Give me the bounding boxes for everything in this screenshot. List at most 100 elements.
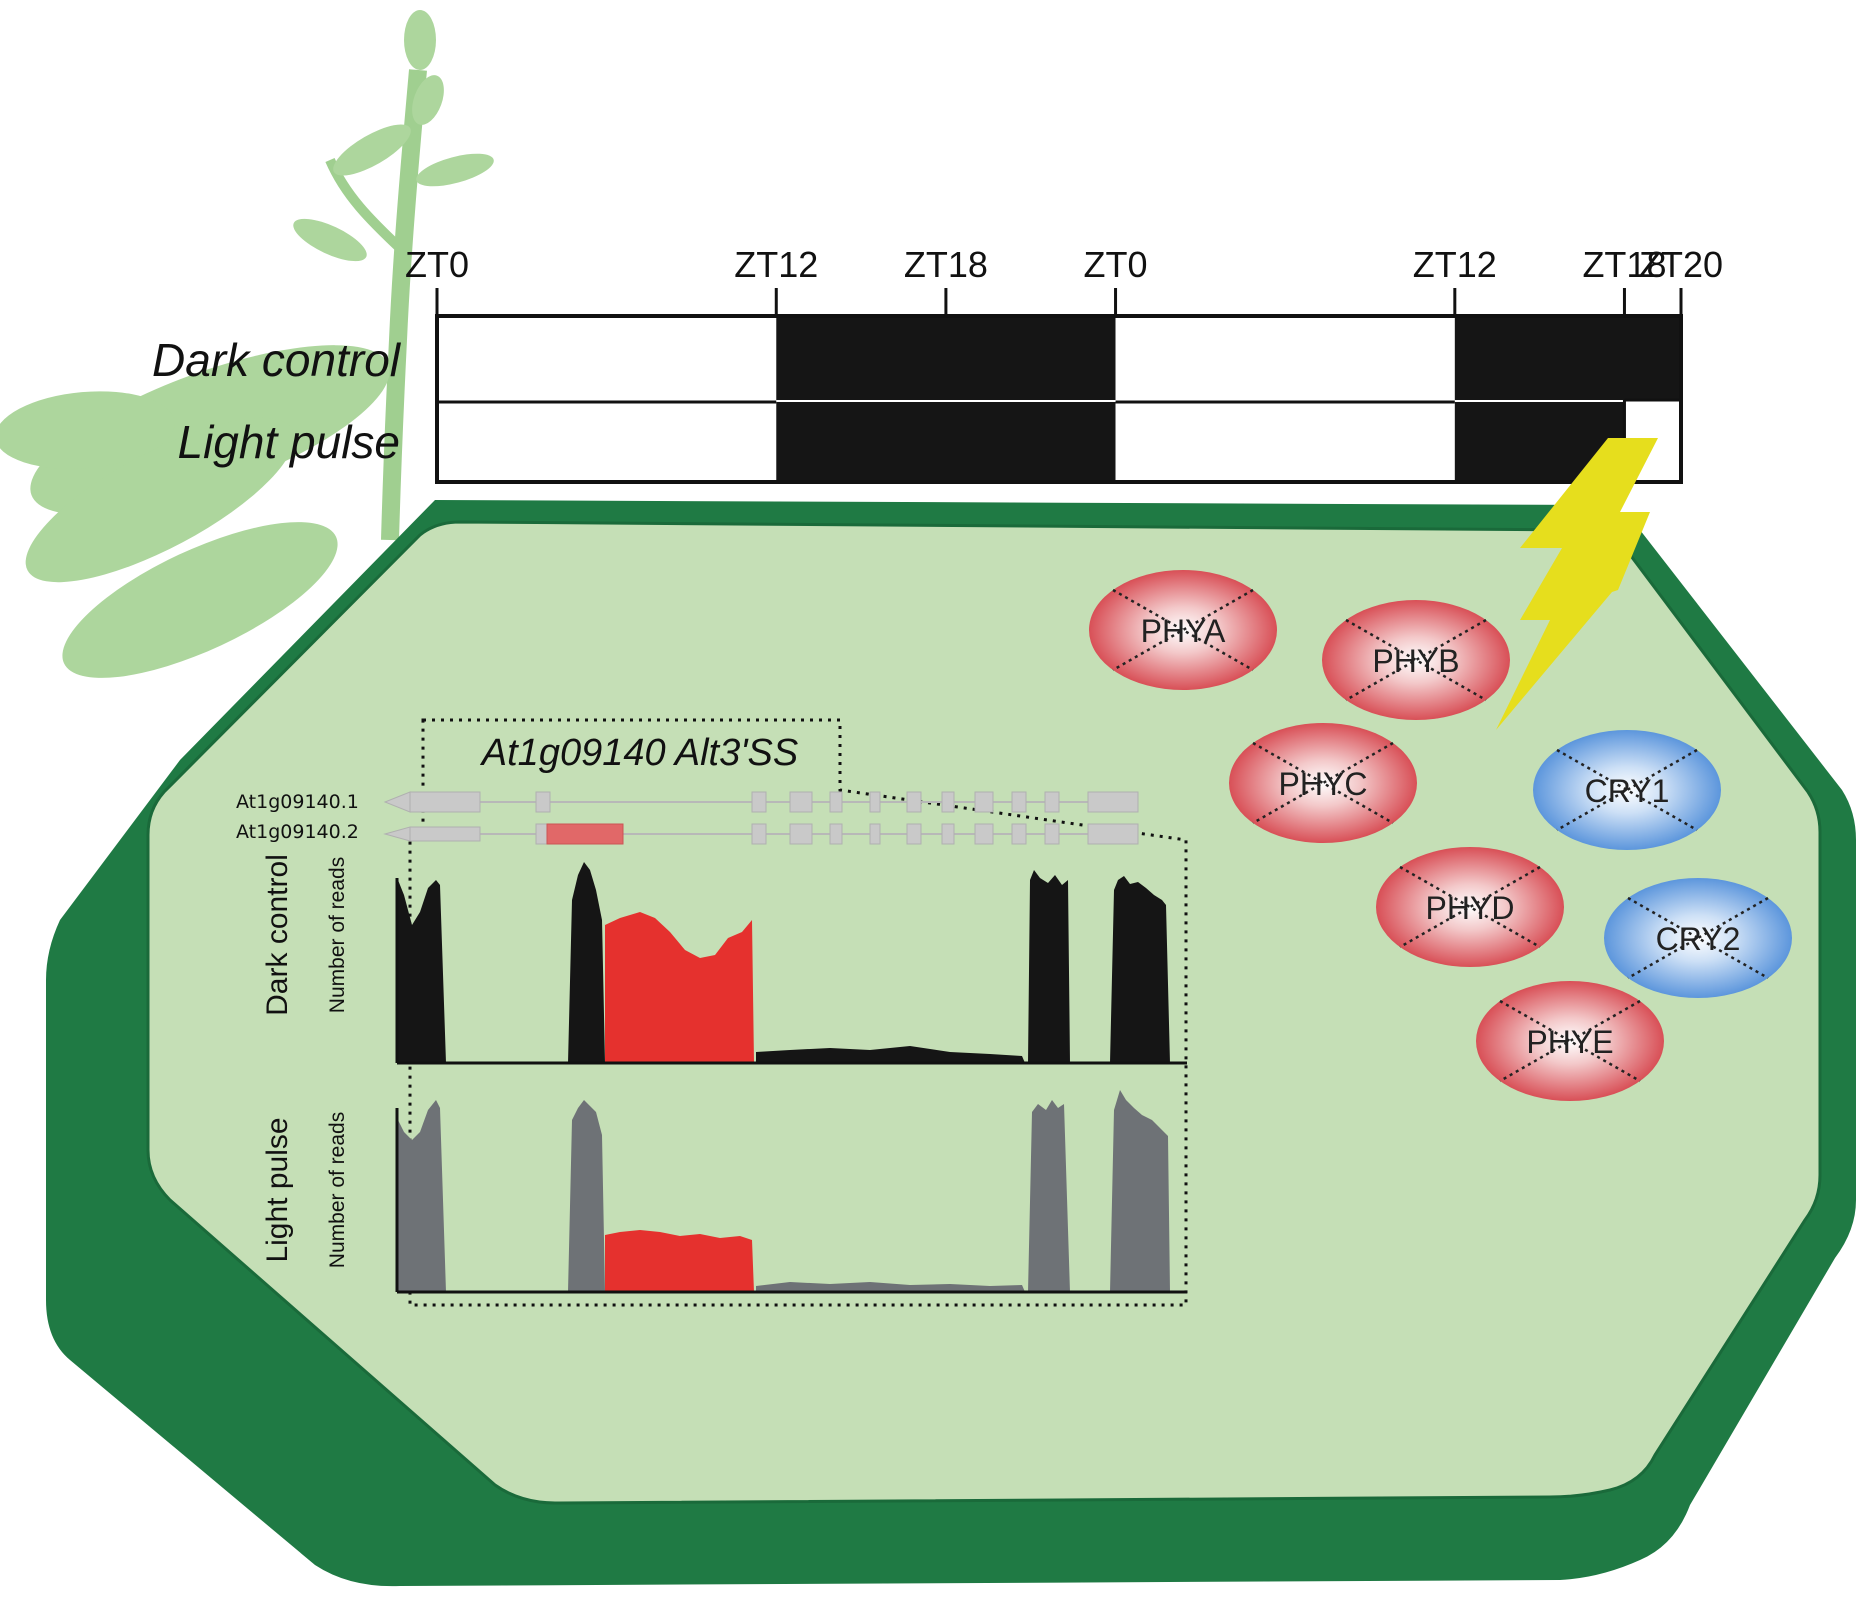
timeline-tick-label: ZT0 — [1084, 244, 1148, 285]
photoreceptor-label: PHYE — [1526, 1024, 1613, 1060]
track-ylabel: Number of reads — [326, 857, 349, 1013]
photoreceptor-cry1: CRY1 — [1533, 730, 1721, 850]
knockout-cross-line — [1499, 999, 1641, 1083]
exon — [1044, 791, 1060, 813]
read-coverage-dark — [398, 862, 1170, 1063]
knockout-cross-line — [1556, 748, 1698, 832]
exon — [409, 791, 481, 813]
knockout-cross-line — [1627, 896, 1769, 980]
timeline-tick-label: ZT20 — [1639, 244, 1723, 285]
exon — [906, 791, 922, 813]
light-pulse-lightning-icon — [1496, 438, 1658, 730]
plant-leaf — [293, 218, 367, 262]
photoreceptor-ellipse — [1376, 847, 1564, 967]
timeline-row-label: Dark control — [152, 334, 402, 386]
exon — [535, 791, 551, 813]
knockout-cross-line — [1345, 618, 1487, 702]
knockout-cross-line — [1627, 896, 1769, 980]
light-period — [437, 316, 777, 400]
knockout-cross-line — [1399, 865, 1541, 949]
photoreceptor-ellipse — [1229, 723, 1417, 843]
plant-stem — [381, 69, 427, 541]
plant-bud — [404, 10, 436, 70]
exon — [1044, 823, 1060, 845]
photoreceptor-label: CRY2 — [1656, 921, 1741, 957]
alt-exon-region — [546, 823, 624, 845]
exon — [789, 791, 813, 813]
dark-period — [776, 316, 1116, 400]
plant-leaf — [333, 124, 411, 176]
track-ylabel: Number of reads — [326, 1112, 349, 1268]
photoreceptor-label: PHYA — [1141, 613, 1226, 649]
photoreceptor-cry2: CRY2 — [1604, 878, 1792, 998]
timeline-tick-label: ZT12 — [734, 244, 818, 285]
dark-period — [1454, 316, 1681, 400]
knockout-cross-line — [1252, 741, 1394, 825]
knockout-cross-line — [1556, 748, 1698, 832]
knockout-cross-line — [1345, 618, 1487, 702]
exon — [974, 823, 994, 845]
isoform-model-1 — [383, 791, 1139, 813]
exon — [869, 823, 881, 845]
exon — [751, 791, 767, 813]
plant-leaf — [62, 522, 338, 678]
dark-period — [776, 402, 1116, 482]
photoreceptor-phyc: PHYC — [1229, 723, 1417, 843]
isoform-model-2 — [383, 823, 1139, 845]
light-period — [437, 402, 777, 482]
isoform-label: At1g09140.2 — [236, 821, 359, 843]
photoreceptor-ellipse — [1533, 730, 1721, 850]
timeline-tick-label: ZT0 — [405, 244, 469, 285]
exon — [789, 823, 813, 845]
read-coverage-light — [398, 1090, 1170, 1292]
photoreceptor-ellipse — [1089, 570, 1277, 690]
photoreceptor-phyb: PHYB — [1322, 600, 1510, 720]
photoreceptor-ellipse — [1476, 981, 1664, 1101]
track-condition-label: Dark control — [261, 854, 294, 1016]
exon — [1011, 791, 1027, 813]
photoreceptor-ellipse — [1604, 878, 1792, 998]
plant-leaf — [25, 417, 295, 583]
plant-illustration — [0, 10, 494, 678]
knockout-cross-line — [1252, 741, 1394, 825]
exon — [974, 791, 994, 813]
photoreceptor-label: PHYD — [1426, 890, 1515, 926]
plant-leaf — [0, 391, 175, 469]
timeline-tick-label: ZT18 — [904, 244, 988, 285]
photoreceptor-ellipse — [1322, 600, 1510, 720]
knockout-cross-line — [1399, 865, 1541, 949]
timeline-tick-label: ZT18 — [1582, 244, 1666, 285]
exon — [941, 791, 955, 813]
exon — [941, 823, 955, 845]
light-period — [1115, 402, 1455, 482]
plant-leaf — [416, 153, 494, 187]
exon — [829, 823, 843, 845]
light-period — [1115, 316, 1455, 400]
exon — [869, 791, 881, 813]
photoreceptor-label: PHYC — [1279, 766, 1368, 802]
track-condition-label: Light pulse — [261, 1117, 294, 1262]
knockout-cross-line — [1112, 588, 1254, 672]
exon — [1011, 823, 1027, 845]
photoreceptor-phyd: PHYD — [1376, 847, 1564, 967]
splicing-panel: At1g09140 Alt3'SS At1g09140.1 At1g09140.… — [236, 718, 1188, 1307]
exon — [1087, 823, 1139, 845]
exon — [829, 791, 843, 813]
plant-bud — [412, 75, 444, 125]
timeline-row-label: Light pulse — [178, 416, 401, 468]
photoreceptor-label: PHYB — [1372, 643, 1459, 679]
knockout-cross-line — [1112, 588, 1254, 672]
timeline-tick-label: ZT12 — [1413, 244, 1497, 285]
exon — [751, 823, 767, 845]
read-coverage-alt-region-dark — [605, 912, 754, 1063]
photoreceptor-label: CRY1 — [1585, 773, 1670, 809]
read-coverage-alt-region-light — [605, 1230, 754, 1292]
photoreceptor-phya: PHYA — [1089, 570, 1277, 690]
exon — [409, 826, 481, 842]
exon — [1087, 791, 1139, 813]
photoreceptor-phye: PHYE — [1476, 981, 1664, 1101]
gene-title: At1g09140 Alt3'SS — [480, 732, 798, 774]
